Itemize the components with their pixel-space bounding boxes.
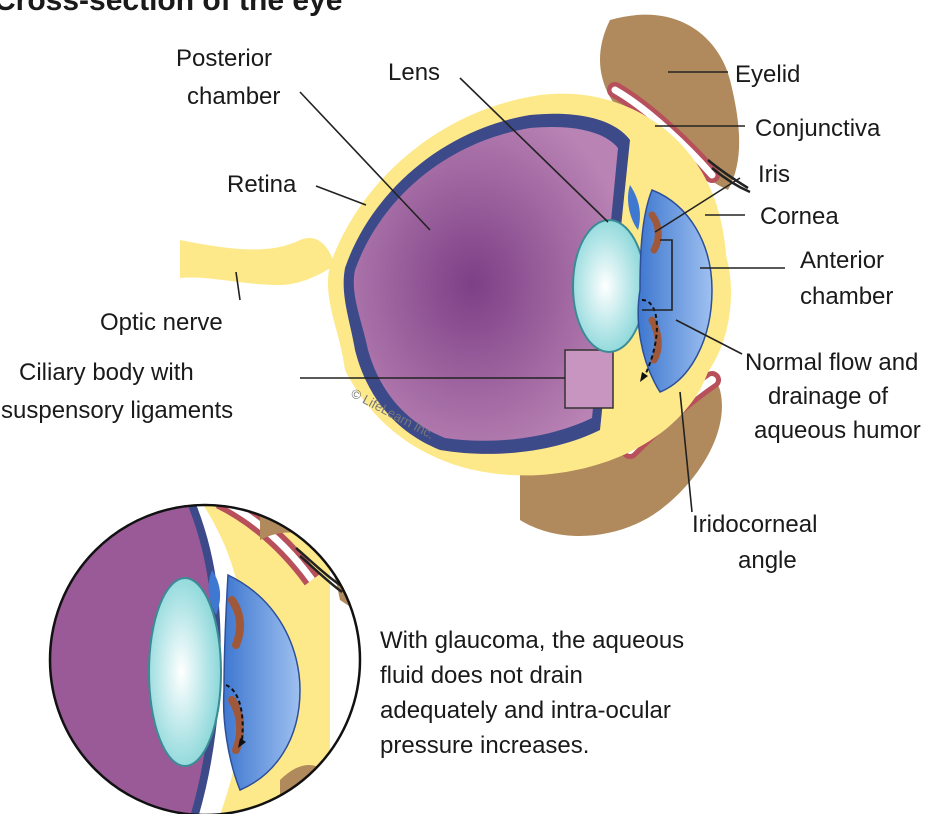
optic-nerve xyxy=(180,238,335,285)
label-ciliary-body: Ciliary body with suspensory ligaments xyxy=(1,359,233,424)
label-anterior-chamber: Anterior chamber xyxy=(800,247,893,310)
label-conjunctiva: Conjunctiva xyxy=(755,115,881,142)
label-posterior-chamber: Posterior chamber xyxy=(176,45,280,110)
label-lens: Lens xyxy=(388,59,440,86)
label-cornea: Cornea xyxy=(760,203,839,230)
glaucoma-inset xyxy=(40,500,370,814)
label-eyelid: Eyelid xyxy=(735,61,800,88)
diagram-title: Cross-section of the eye xyxy=(0,0,342,17)
label-iridocorneal-angle: Iridocorneal angle xyxy=(692,511,824,574)
label-optic-nerve: Optic nerve xyxy=(100,309,223,336)
label-iris: Iris xyxy=(758,161,790,188)
ciliary-body xyxy=(565,350,613,408)
glaucoma-note: With glaucoma, the aqueous fluid does no… xyxy=(380,627,691,759)
lens xyxy=(573,220,645,352)
label-normal-flow: Normal flow and drainage of aqueous humo… xyxy=(745,349,925,444)
label-retina: Retina xyxy=(227,171,297,198)
